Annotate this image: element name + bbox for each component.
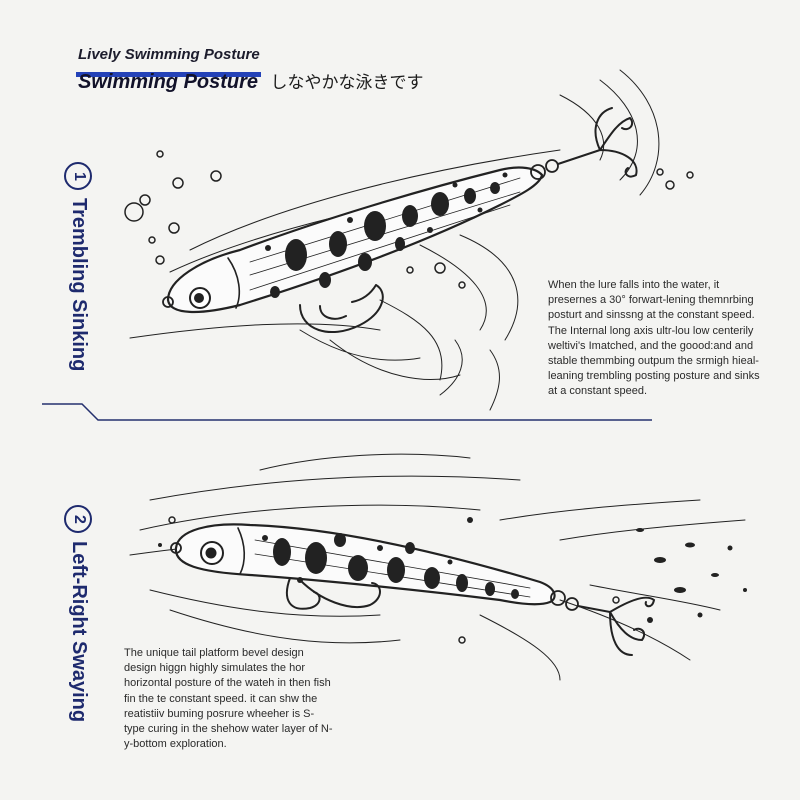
page-title-jp: しなやかな泳きです — [270, 73, 424, 93]
lure-2-illustration — [129, 453, 746, 681]
lure-1-body — [166, 166, 544, 313]
bubbles-1 — [124, 150, 694, 289]
lure-1-illustration — [129, 69, 660, 411]
lure-1-spots — [265, 172, 508, 298]
section-2-label-text: Left-Right Swaying — [68, 541, 90, 723]
lure-1-tail-hook — [557, 107, 638, 178]
section-2-label: 2Left-Right Swaying — [62, 505, 92, 722]
lure-2-tail-hook — [577, 596, 656, 656]
lure-2-belly-hook — [285, 577, 381, 610]
section-1-number-badge: 1 — [64, 162, 92, 190]
lure-1-belly-hook — [299, 284, 384, 334]
section-1-label-text: Trembling Sinking — [68, 198, 90, 372]
section-1-description: When the lure falls into the water, it p… — [548, 279, 760, 398]
splash-2 — [158, 517, 747, 623]
section-1-label: 1Trembling Sinking — [62, 162, 92, 371]
lure-2-spots — [262, 533, 519, 599]
title-accent-bar — [76, 72, 261, 77]
title-row: Swimming Posture しなやかな泳きです — [78, 68, 423, 94]
header-subtitle: Lively Swimming Posture — [78, 46, 260, 63]
section-2-description: The unique tail platform bevel design de… — [124, 647, 333, 751]
section-2-number-badge: 2 — [64, 505, 92, 533]
page-title: Swimming Posture — [78, 71, 259, 93]
section-divider — [42, 403, 652, 421]
